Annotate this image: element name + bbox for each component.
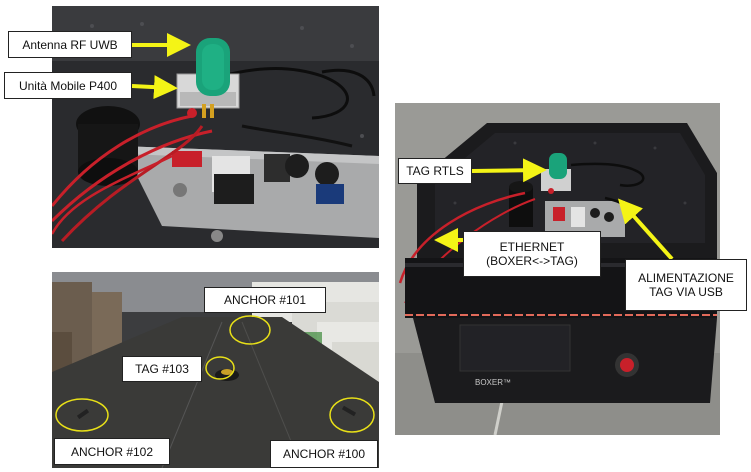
label-anchor-100-text: ANCHOR #100	[282, 447, 366, 461]
label-alimentazione-usb: ALIMENTAZIONE TAG VIA USB	[625, 259, 747, 311]
label-ethernet-line1: ETHERNET	[499, 240, 565, 254]
label-unita-mobile-p400: Unità Mobile P400	[4, 72, 132, 99]
label-tag-103-text: TAG #103	[135, 362, 189, 376]
label-anchor-102: ANCHOR #102	[54, 438, 170, 465]
label-ethernet: ETHERNET (BOXER<->TAG)	[463, 231, 601, 277]
label-anchor-101: ANCHOR #101	[204, 287, 326, 313]
label-unita-text: Unità Mobile P400	[18, 78, 118, 93]
label-tag-103: TAG #103	[122, 356, 202, 382]
label-tag-rtls-text: TAG RTLS	[406, 164, 464, 178]
label-alimentazione-line2: TAG VIA USB	[649, 285, 723, 299]
label-antenna-rf-uwb: Antenna RF UWB	[8, 31, 132, 58]
label-anchor-102-text: ANCHOR #102	[70, 444, 154, 459]
svg-text:BOXER™: BOXER™	[475, 378, 511, 387]
photo-uwb-antenna-setup	[52, 6, 379, 248]
label-alimentazione-line1: ALIMENTAZIONE	[638, 271, 734, 285]
label-tag-rtls: TAG RTLS	[398, 158, 472, 184]
label-antenna-text: Antenna RF UWB	[22, 37, 118, 52]
label-ethernet-line2: (BOXER<->TAG)	[486, 254, 578, 268]
label-anchor-100: ANCHOR #100	[270, 440, 378, 468]
label-anchor-101-text: ANCHOR #101	[223, 293, 307, 307]
